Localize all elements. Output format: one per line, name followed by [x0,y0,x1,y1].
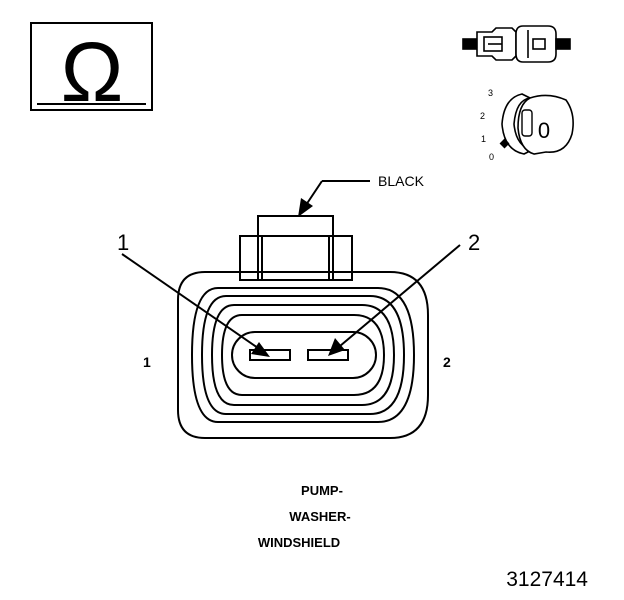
pin-1-pointer [121,253,270,357]
ignition-position-0: 0 [489,152,494,162]
connector-disconnected-icon [462,25,571,63]
connector-face [177,215,429,439]
ignition-key-label: 0 [538,118,550,143]
component-name-line-3: WINDSHIELD [258,535,340,550]
color-callout-label: BLACK [378,173,425,189]
pin-2-callout: 2 [468,230,480,255]
ohm-symbol: Ω [61,25,124,119]
pin-1-callout: 1 [117,230,129,255]
color-callout: BLACK [298,173,425,217]
ohmmeter-icon: Ω [30,22,153,119]
terminal-slot-2 [307,349,349,361]
right-side-label: 2 [443,354,451,370]
component-name-line-2: WASHER- [289,509,350,524]
left-side-label: 1 [143,354,151,370]
pin-2-pointer [328,244,461,356]
figure-number: 3127414 [506,568,588,591]
ignition-key-off-icon: 0 3 2 1 0 [480,88,574,162]
terminal-slot-1 [249,349,291,361]
component-name-line-1: PUMP- [301,483,343,498]
ignition-position-3: 3 [488,88,493,98]
ignition-position-2: 2 [480,111,485,121]
ignition-position-1: 1 [481,134,486,144]
